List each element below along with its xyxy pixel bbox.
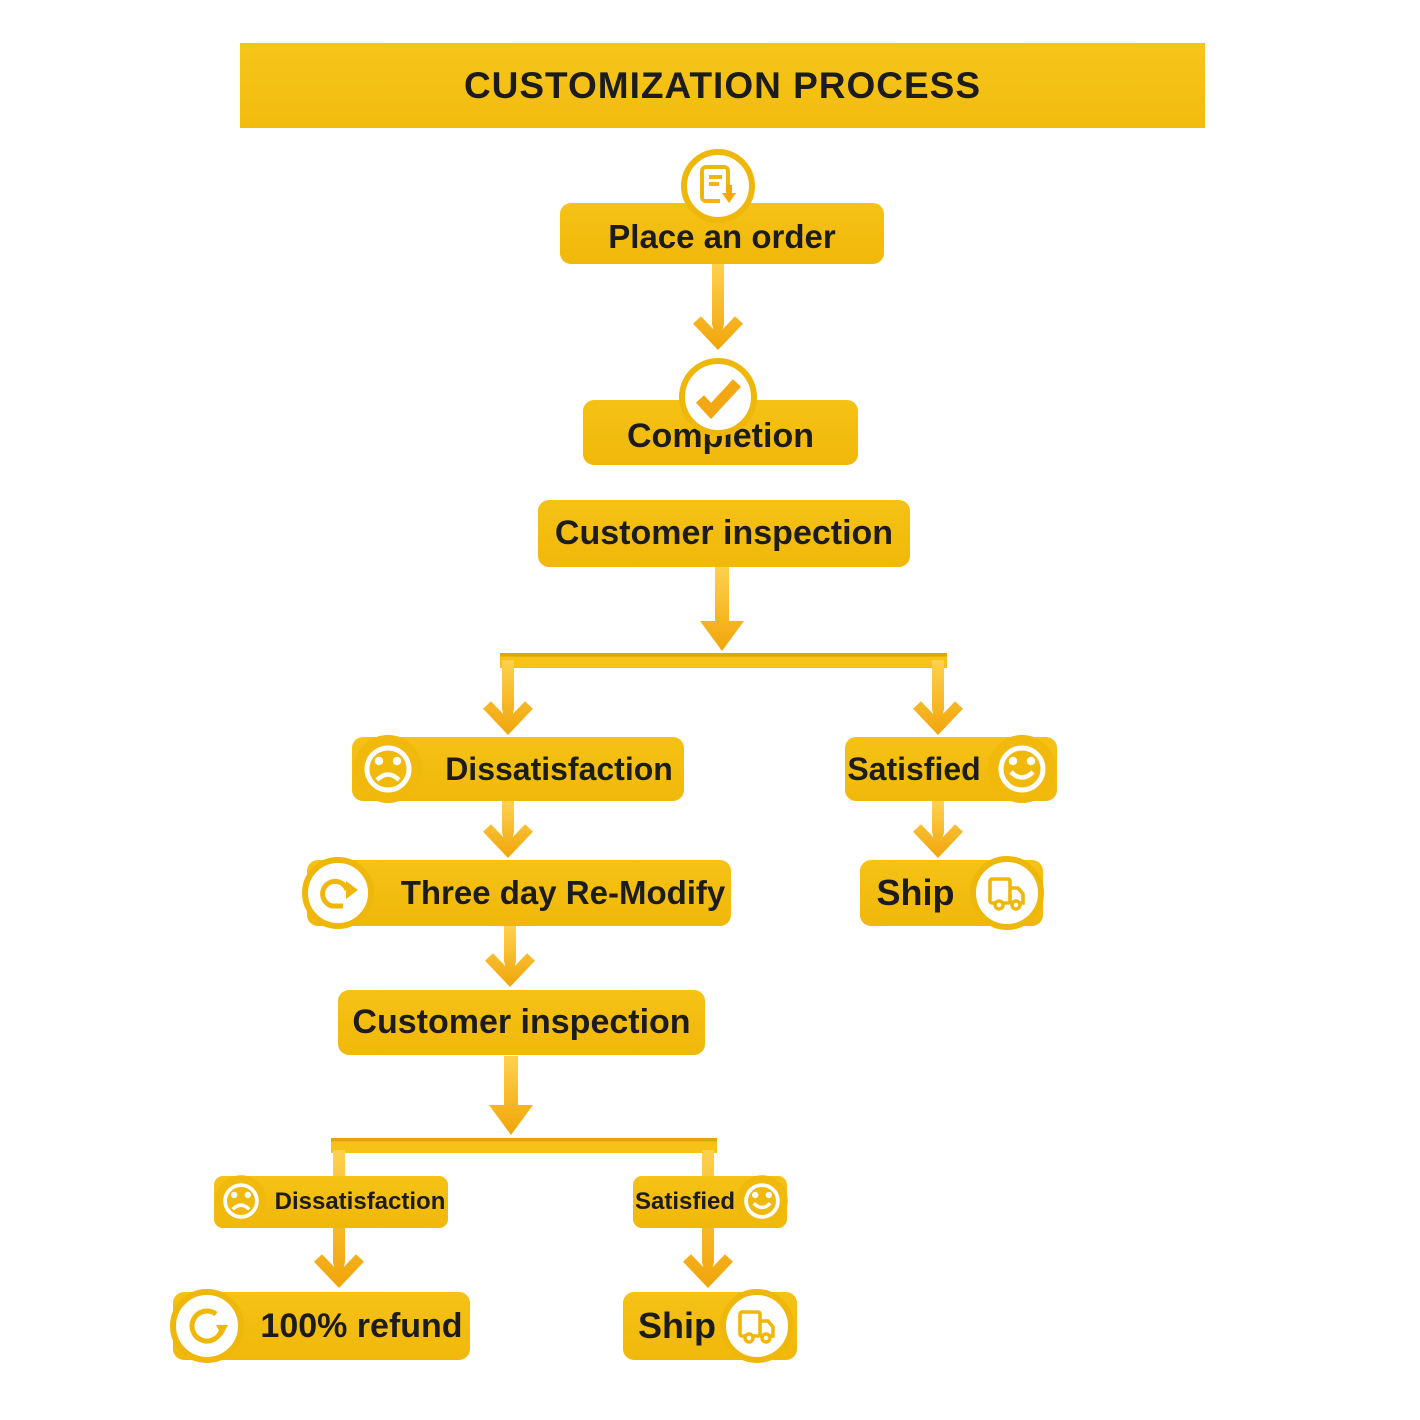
node-label: Three day Re-Modify (400, 874, 726, 911)
arrow-down (483, 660, 533, 735)
refund-refresh-icon (170, 1289, 244, 1363)
branch-bar (500, 653, 947, 668)
checkmark-icon (679, 358, 757, 436)
node-label: 100% refund (260, 1306, 463, 1345)
sad-face-icon (215, 1175, 267, 1227)
smiley-face-icon (736, 1175, 788, 1227)
node-customer-inspection-1: Customer inspection (538, 500, 910, 567)
node-label: Ship (638, 1305, 716, 1346)
smiley-face-icon (988, 735, 1056, 803)
arrow-down (485, 926, 535, 987)
node-label: Dissatisfaction (445, 750, 673, 787)
sad-face-icon (354, 735, 422, 803)
arrow-down (913, 660, 963, 735)
arrow-down (700, 567, 744, 651)
node-label: Place an order (608, 217, 836, 255)
node-label: Dissatisfaction (274, 1188, 446, 1215)
node-label: Satisfied (847, 750, 981, 787)
arrow-down (489, 1056, 533, 1135)
node-three-day-remodify: Three day Re-Modify (307, 860, 731, 926)
arrow-down (483, 801, 533, 858)
node-label: Customer inspection (352, 1003, 691, 1041)
node-customer-inspection-2: Customer inspection (338, 990, 705, 1055)
document-download-icon (681, 149, 755, 223)
redo-icon (302, 857, 374, 929)
node-label: Customer inspection (554, 514, 894, 552)
node-label: Ship (876, 872, 955, 913)
arrow-down (913, 801, 963, 858)
truck-icon (970, 856, 1044, 930)
node-label: Satisfied (634, 1188, 736, 1215)
flowchart-title: CUSTOMIZATION PROCESS (240, 43, 1205, 128)
truck-icon (720, 1289, 794, 1363)
arrow-down (693, 263, 743, 350)
branch-bar (331, 1138, 717, 1153)
